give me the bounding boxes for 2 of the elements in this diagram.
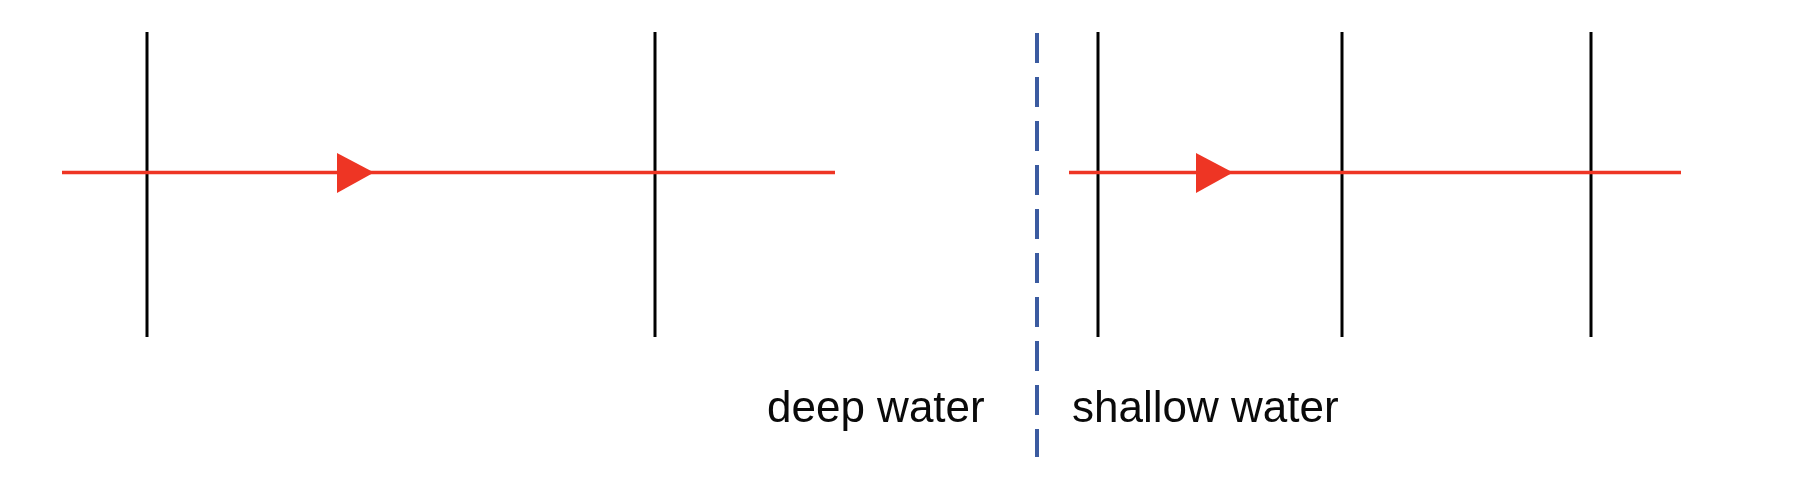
region-label: shallow water [1072,383,1339,432]
region-label: deep water [767,383,985,432]
